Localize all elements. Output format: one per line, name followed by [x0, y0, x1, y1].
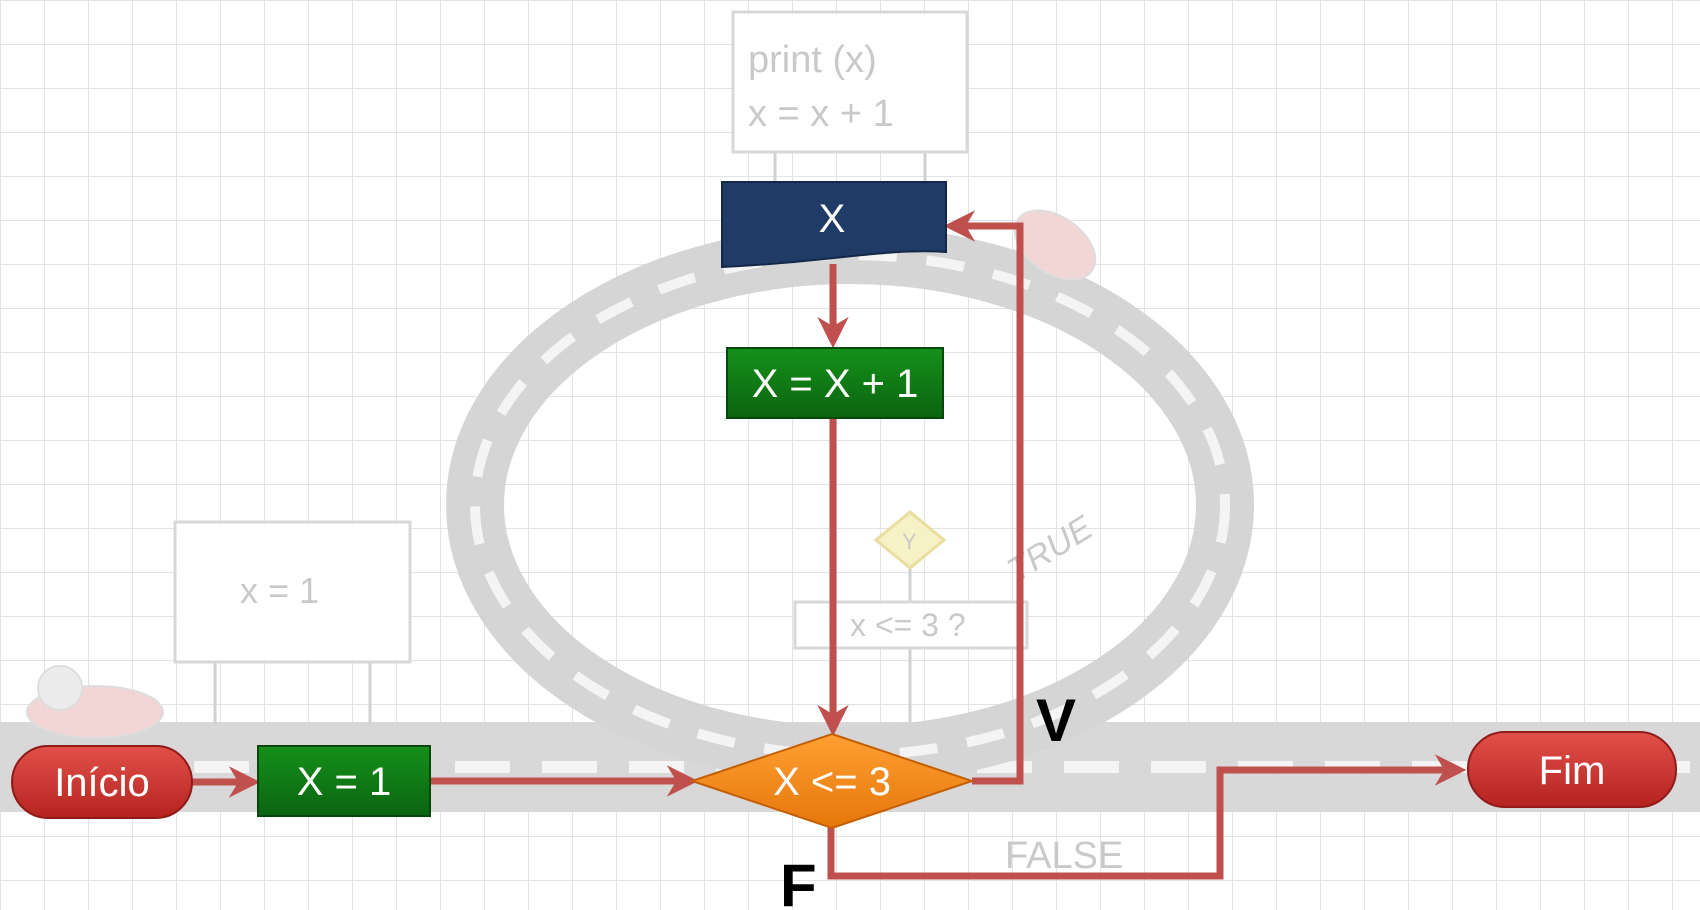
start-node: Início [11, 745, 193, 819]
init-process-label: X = 1 [297, 760, 392, 804]
sign-mid-diamond [873, 510, 947, 570]
connectors [192, 210, 1467, 880]
condition-decision-node: X <= 3 [688, 732, 976, 830]
sign-left-board [173, 520, 412, 664]
output-node: X [721, 181, 947, 269]
sign-mid-text: x <= 3 ? [850, 607, 966, 643]
track-caption-false: FALSE [1005, 835, 1123, 877]
condition-decision-label: X <= 3 [773, 760, 891, 804]
false-branch-label: F [780, 852, 817, 910]
sign-mid-glyph: Y [902, 529, 917, 554]
track-caption-true: TRUE [1001, 508, 1100, 589]
increment-process-label: X = X + 1 [752, 362, 919, 406]
sign-left-text: x = 1 [240, 570, 319, 611]
sign-top-board [731, 10, 969, 154]
increment-process-node: X = X + 1 [726, 347, 944, 419]
start-node-label: Início [54, 761, 150, 805]
true-branch-label: V [1036, 687, 1076, 754]
arrow-condition-false-to-end [827, 754, 1467, 880]
output-node-label: X [819, 197, 846, 241]
arrow-condition-true-to-output [943, 210, 1024, 785]
init-process-node: X = 1 [257, 745, 431, 817]
sign-top-line1: print (x) [748, 39, 877, 81]
sign-top-line2: x = x + 1 [748, 93, 894, 135]
end-node: Fim [1467, 731, 1677, 808]
coaster-rider-left [37, 665, 83, 711]
end-node-label: Fim [1539, 749, 1606, 793]
coaster-car-top [1013, 209, 1097, 281]
